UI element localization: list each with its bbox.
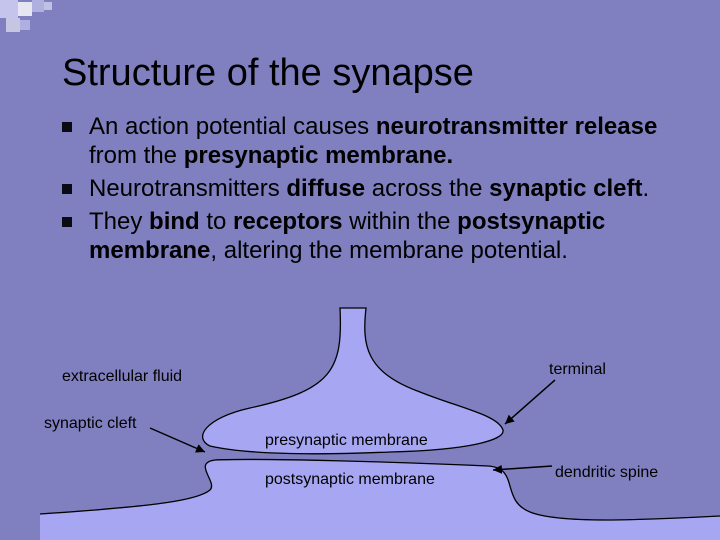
slide-title: Structure of the synapse (62, 52, 474, 94)
label-dendritic-spine: dendritic spine (555, 464, 658, 481)
text-run: Neurotransmitters (89, 175, 287, 202)
bullet-item: Neurotransmitters diffuse across the syn… (62, 174, 682, 203)
bold-run: postsynaptic membrane (89, 208, 606, 264)
label-presynaptic-membrane: presynaptic membrane (265, 432, 428, 449)
text-run: They (89, 208, 150, 235)
bullet-text: Neurotransmitters diffuse across the syn… (89, 175, 649, 202)
label-postsynaptic-membrane: postsynaptic membrane (265, 471, 435, 488)
corner-decoration (0, 0, 52, 32)
text-run: to (199, 208, 234, 235)
dendritic-spine-arrow (492, 464, 553, 474)
square-bullet-icon (62, 217, 72, 227)
label-terminal: terminal (549, 361, 606, 378)
bold-run: receptors (233, 208, 343, 235)
postsynaptic-outline (39, 458, 720, 521)
bullet-item: An action potential causes neurotransmit… (62, 112, 682, 170)
presynaptic-terminal (201, 307, 504, 455)
text-run: An action potential causes (89, 113, 376, 140)
bold-run: synaptic cleft (489, 175, 643, 202)
label-synaptic-cleft: synaptic cleft (44, 415, 137, 432)
text-run: , altering the membrane potential. (210, 237, 568, 264)
bold-run: presynaptic membrane. (183, 142, 454, 169)
bullet-text: An action potential causes neurotransmit… (89, 113, 657, 169)
bullet-item: They bind to receptors within the postsy… (62, 207, 682, 265)
bullet-text: They bind to receptors within the postsy… (89, 208, 605, 264)
synaptic-cleft-arrow (149, 427, 206, 453)
bold-run: diffuse (286, 175, 366, 202)
text-run: within the (342, 208, 458, 235)
square-bullet-icon (62, 184, 72, 194)
text-run: from the (89, 142, 184, 169)
text-run: across the (365, 175, 490, 202)
bullet-list: An action potential causes neurotransmit… (62, 112, 682, 269)
text-run: . (642, 175, 650, 202)
label-extracellular-fluid: extracellular fluid (62, 368, 182, 385)
bold-run: neurotransmitter release (375, 113, 658, 140)
square-bullet-icon (62, 122, 72, 132)
terminal-arrow (504, 379, 556, 425)
bold-run: bind (149, 208, 200, 235)
